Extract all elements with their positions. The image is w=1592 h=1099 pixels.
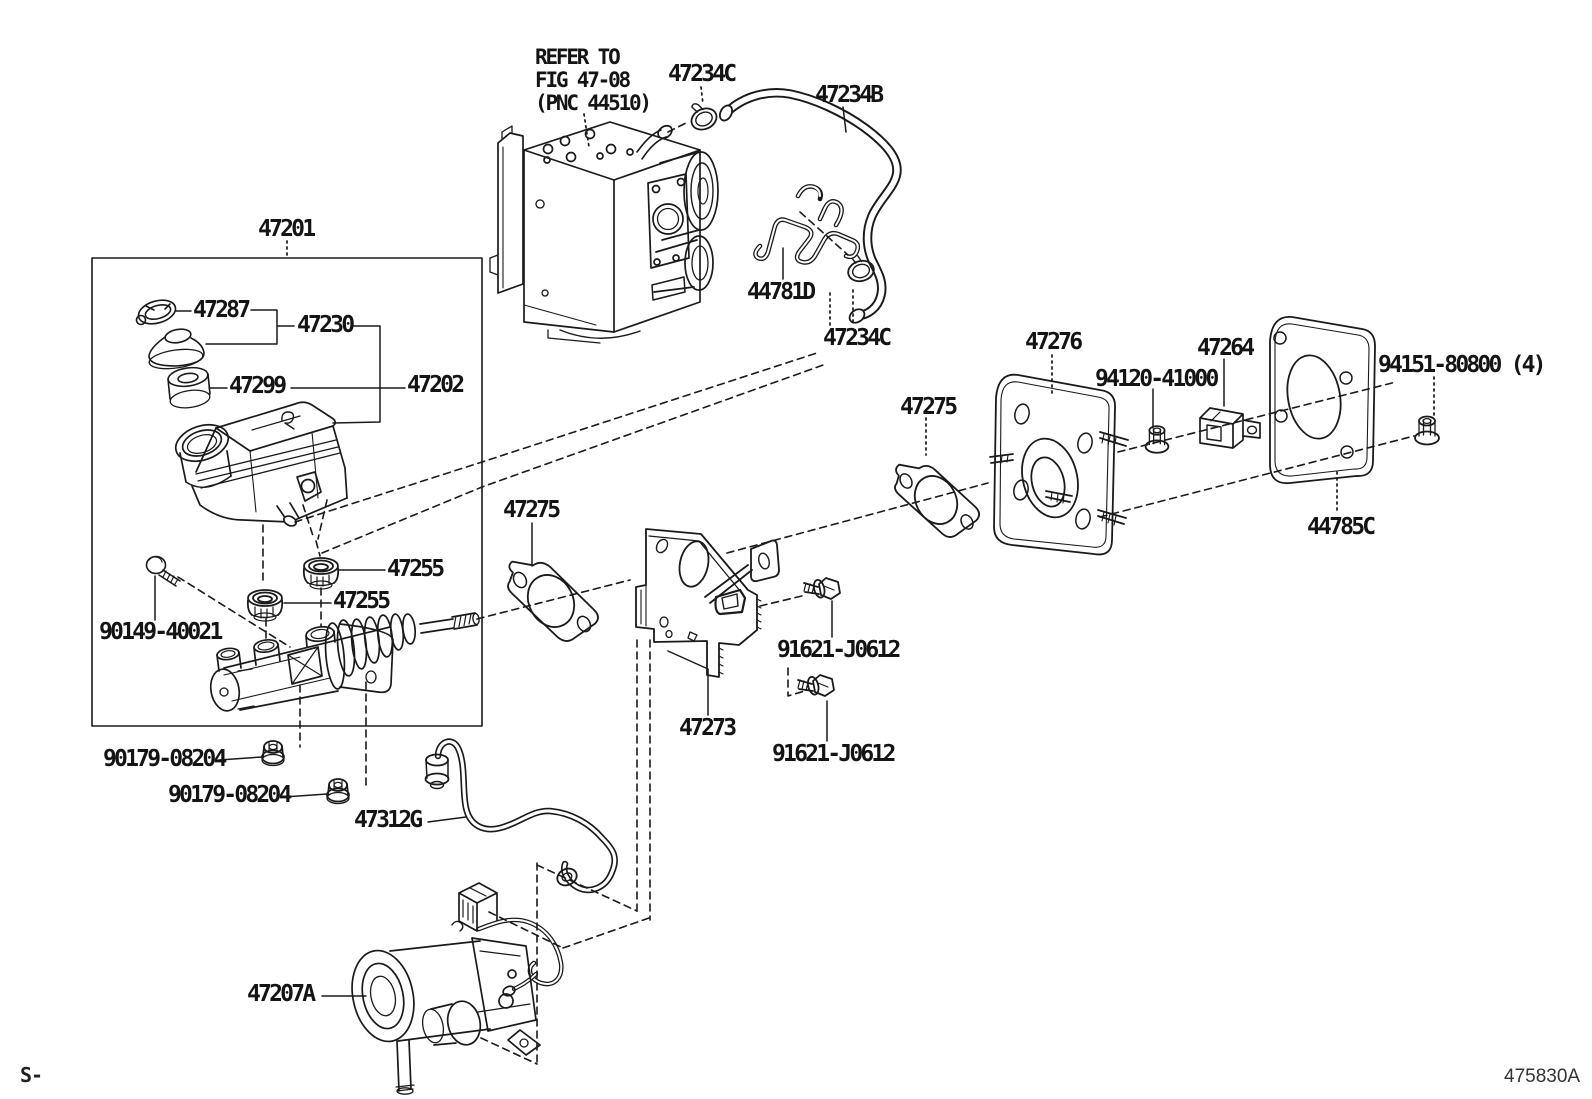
gasket-47275-right-drawing (893, 465, 980, 538)
clamp-47264-drawing (1200, 408, 1260, 448)
part-label-94120-41000[interactable]: 94120-41000 (1095, 366, 1219, 392)
part-label-47312g[interactable]: 47312G (354, 807, 423, 833)
refer-note-line1: REFER TO (535, 45, 621, 69)
part-label-47234c-bottom[interactable]: 47234C (823, 325, 892, 351)
part-label-47234c-top[interactable]: 47234C (668, 61, 737, 87)
part-label-47201[interactable]: 47201 (258, 216, 316, 242)
part-label-47255-upper[interactable]: 47255 (387, 556, 445, 582)
part-label-94151-80800[interactable]: 94151-80800 (4) (1378, 352, 1547, 378)
reservoir-filler-cap-drawing (148, 327, 204, 371)
assembly-box-47201 (92, 258, 482, 726)
part-label-47207a[interactable]: 47207A (247, 981, 316, 1007)
abs-actuator-drawing (490, 122, 718, 343)
screw-90149-drawing (147, 557, 181, 587)
part-label-91621-j0612-a[interactable]: 91621-J0612 (777, 637, 901, 663)
part-label-47273[interactable]: 47273 (679, 715, 737, 741)
tube-47312g-drawing (426, 742, 615, 890)
part-label-47276[interactable]: 47276 (1025, 329, 1083, 355)
reservoir-tank-drawing (171, 402, 347, 528)
plate-47276-drawing (990, 375, 1128, 555)
nut-90179-b-drawing (326, 778, 350, 805)
nut-94151-drawing (1414, 415, 1440, 446)
nut-90179-a-drawing (261, 740, 285, 767)
bolt-91621-b-drawing (797, 674, 835, 697)
leader-lines (155, 107, 1224, 996)
part-label-44785c[interactable]: 44785C (1307, 514, 1376, 540)
refer-note-line3: (PNC 44510) (535, 91, 652, 115)
wire-clip-44781d-drawing (755, 186, 857, 262)
part-label-90149-40021[interactable]: 90149-40021 (99, 619, 223, 645)
footer-section-code: S- (20, 1063, 43, 1087)
bracket-47273-drawing (636, 529, 779, 677)
part-label-47287[interactable]: 47287 (193, 297, 251, 323)
gasket-47275-left-drawing (506, 561, 600, 642)
dotted-leader-lines (287, 87, 1434, 513)
part-label-47264[interactable]: 47264 (1197, 335, 1255, 361)
dashed-assembly-lines (178, 122, 1414, 1066)
master-cylinder-drawing (208, 613, 480, 713)
refer-note-line2: FIG 47-08 (535, 68, 631, 92)
part-label-47255-lower[interactable]: 47255 (333, 588, 391, 614)
part-label-47299[interactable]: 47299 (229, 373, 287, 399)
part-label-90179-08204-a[interactable]: 90179-08204 (103, 746, 227, 772)
part-label-91621-j0612-b[interactable]: 91621-J0612 (772, 741, 896, 767)
part-label-47275-right[interactable]: 47275 (900, 394, 958, 420)
bolt-91621-a-drawing (803, 577, 841, 600)
part-label-44781d[interactable]: 44781D (747, 279, 816, 305)
grommet-cap-47255-upper-drawing (302, 557, 340, 590)
part-label-47275-left[interactable]: 47275 (503, 497, 561, 523)
part-label-47234b[interactable]: 47234B (815, 82, 884, 108)
part-label-47230[interactable]: 47230 (297, 312, 355, 338)
grommet-cap-47255-lower-drawing (246, 589, 284, 622)
hose-clamp-47234c-top-drawing (683, 96, 721, 135)
refer-note: REFER TO FIG 47-08 (PNC 44510) (535, 45, 652, 115)
part-label-90179-08204-b[interactable]: 90179-08204 (168, 782, 292, 808)
grommet-47299-drawing (167, 365, 211, 410)
footer-diagram-code: 475830A (1504, 1066, 1581, 1087)
booster-pump-47207a-drawing (344, 883, 561, 1094)
hose-47234b-drawing (717, 93, 897, 326)
plate-44785c-drawing (1270, 317, 1375, 483)
cap-set-ring-47287-drawing (136, 296, 179, 328)
part-label-47202[interactable]: 47202 (407, 372, 465, 398)
